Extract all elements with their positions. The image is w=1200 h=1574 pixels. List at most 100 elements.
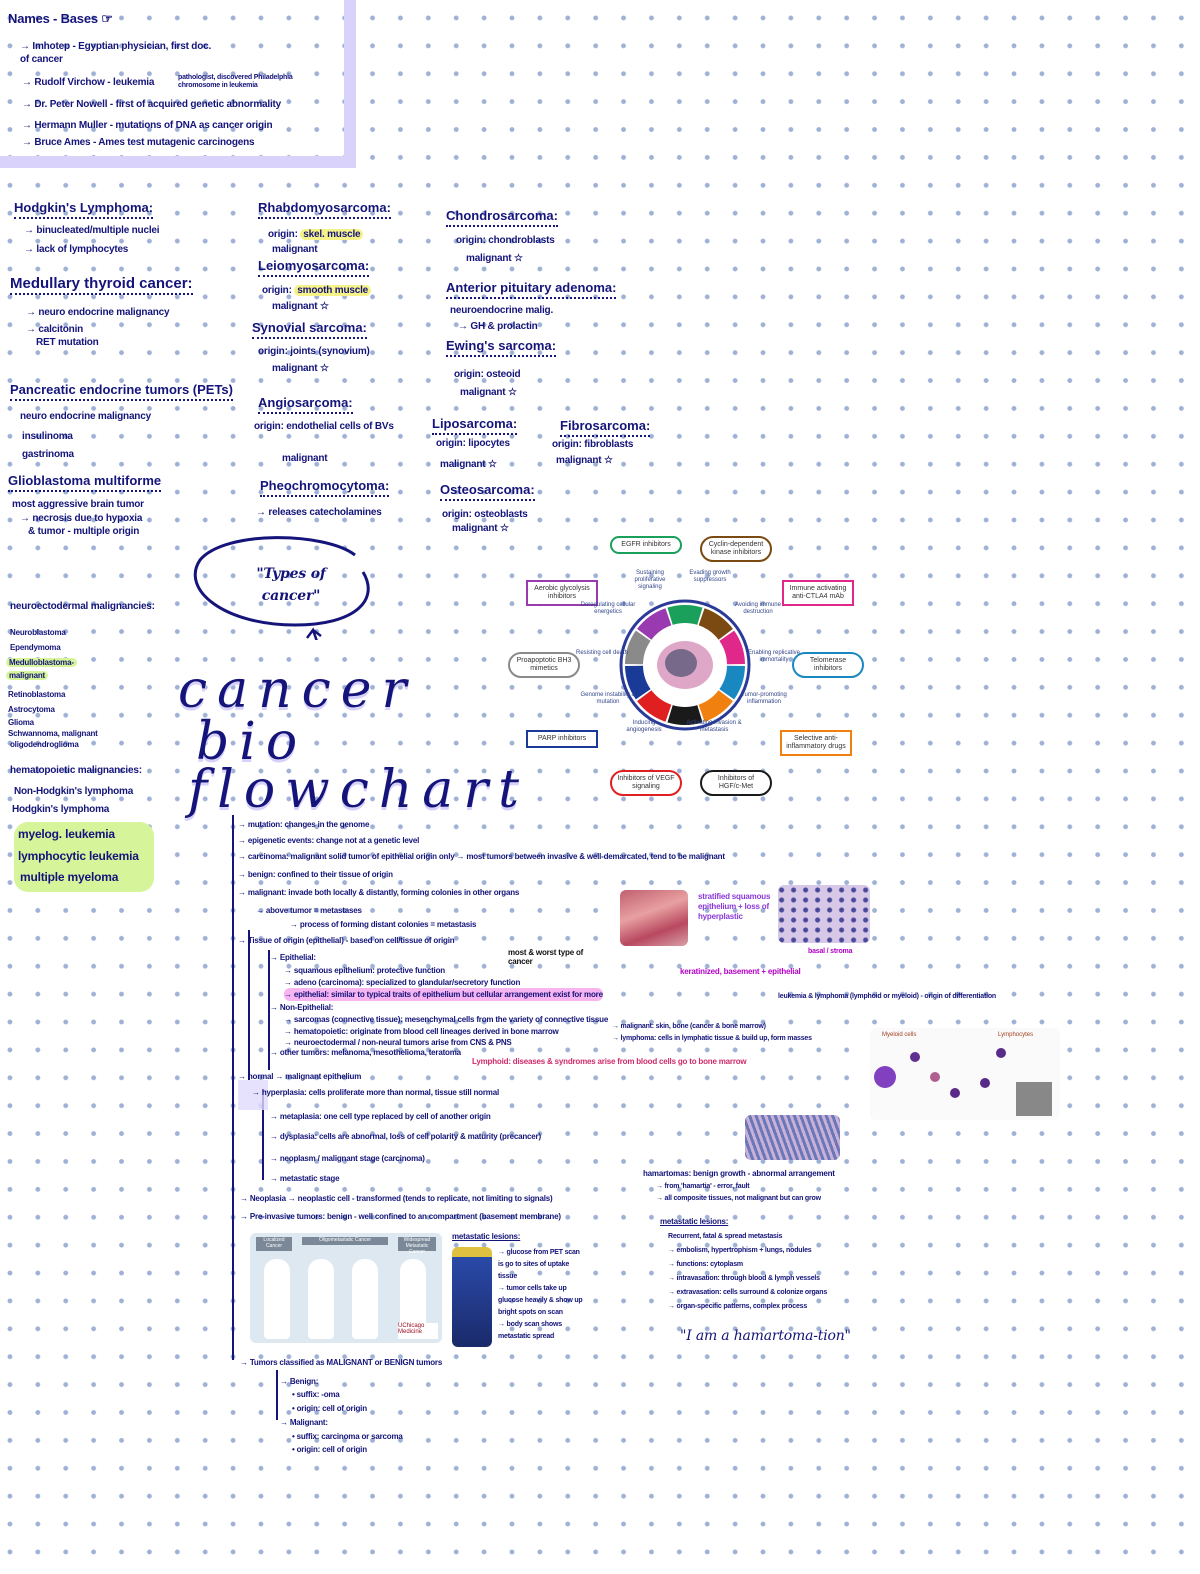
hallmark-segment xyxy=(698,608,733,640)
glioblastoma-title: Glioblastoma multiforme xyxy=(8,473,162,492)
main-title-line1: cancer xyxy=(178,660,417,720)
hallmark-segment xyxy=(625,665,651,700)
pancreatic-title: Pancreatic endocrine tumors (PETs) xyxy=(10,382,233,401)
histology-image-dysplasia xyxy=(745,1115,840,1160)
hodgkin-title: Hodgkin's Lymphoma: xyxy=(14,200,154,219)
hallmark-segment xyxy=(625,630,651,665)
label: Myeloid cells xyxy=(882,1032,917,1038)
note-line: malignant ☆ xyxy=(452,523,509,534)
flowchart-item: • origin: cell of origin xyxy=(292,1404,367,1413)
note-line: → lack of lymphocytes xyxy=(24,244,129,255)
flowchart-item: → Malignant: xyxy=(280,1418,328,1427)
names-item: → Imhotep - Egyptian physician, first do… xyxy=(20,41,212,65)
annotation: hamartomas: benign growth - abnormal arr… xyxy=(643,1169,835,1178)
pet-note: metastatic spread xyxy=(498,1333,555,1340)
hallmark-segment xyxy=(719,665,745,700)
types-bubble-outline xyxy=(193,536,370,640)
hallmark-label: Sustaining proliferative signaling xyxy=(634,570,666,590)
flowchart-item: → metaplasia: one cell type replaced by … xyxy=(270,1112,491,1121)
names-item: → Rudolf Virchow - leukemia xyxy=(22,77,155,88)
annotation: → all composite tissues, not malignant b… xyxy=(656,1195,821,1202)
names-title: Names - Bases ☞ xyxy=(8,11,113,26)
metastasis-note: → embolism, hypertrophism + lungs, nodul… xyxy=(668,1247,812,1254)
list-item: Schwannoma, malignant xyxy=(8,729,98,738)
flowchart-item: • suffix: carcinoma or sarcoma xyxy=(292,1432,403,1441)
flow-trunk xyxy=(232,815,234,1360)
hallmark-label: Avoiding immune destruction xyxy=(735,602,781,615)
note-line: origin: lipocytes xyxy=(436,438,510,449)
drug-box: EGFR inhibitors xyxy=(610,536,682,554)
note-line: most aggressive brain tumor xyxy=(12,499,144,510)
angio-title: Angiosarcoma: xyxy=(258,395,353,414)
annotation: leukemia & lymphoma (lymphoid or myeloid… xyxy=(778,993,996,1000)
hema-title: hematopoietic malignancies: xyxy=(10,765,142,776)
pet-note: → body scan shows xyxy=(498,1321,562,1328)
note-line: malignant ☆ xyxy=(460,387,517,398)
note-line: malignant ☆ xyxy=(556,455,613,466)
annotation: keratinized, basement + epithelial xyxy=(680,967,801,976)
flowchart-item: → dysplasia: cells are abnormal, loss of… xyxy=(270,1132,541,1141)
note-line: → calcitonin xyxy=(26,324,84,335)
flowchart-item: → process of forming distant colonies = … xyxy=(290,920,477,929)
list-item: Glioma xyxy=(8,718,34,727)
note-line: origin: endothelial cells of BVs xyxy=(254,421,394,432)
names-item: → Dr. Peter Nowell - first of acquired g… xyxy=(22,99,282,110)
list-item: myelog. leukemia xyxy=(18,827,115,841)
hallmark-label: Genome instability & mutation xyxy=(580,692,636,705)
flowchart-item: → epigenetic events: change not at a gen… xyxy=(238,836,420,845)
histology-image-glandular xyxy=(778,885,870,943)
list-item: Medulloblastoma- xyxy=(6,658,77,667)
ewing-title: Ewing's sarcoma: xyxy=(446,338,557,357)
drug-box: Inhibitors of VEGF signaling xyxy=(610,770,682,796)
flowchart-item: → Tumors classified as MALIGNANT or BENI… xyxy=(240,1358,443,1367)
metastasis-note: → extravasation: cells surround & coloni… xyxy=(668,1289,828,1296)
drug-box: Selective anti-inflammatory drugs xyxy=(780,730,852,756)
pheo-title: Pheochromocytoma: xyxy=(260,478,390,497)
hallmark-segment xyxy=(698,690,733,722)
lipo-title: Liposarcoma: xyxy=(432,416,518,435)
metastasis-note: → organ-specific patterns, complex proce… xyxy=(668,1303,808,1310)
note-line: malignant ☆ xyxy=(440,459,497,470)
hallmark-segment xyxy=(719,630,745,665)
hallmark-segment xyxy=(667,705,703,725)
leiomyo-title: Leiomyosarcoma: xyxy=(258,258,370,277)
flowchart-item: → hyperplasia: cells proliferate more th… xyxy=(252,1088,499,1097)
annotation: stratified squamous epithelium + loss of… xyxy=(698,892,771,921)
flow-branch xyxy=(248,930,250,1080)
flowchart-item: → above tumor = metastases xyxy=(256,906,362,915)
note-line: RET mutation xyxy=(36,337,99,348)
note-line: → GH & prolactin xyxy=(458,321,538,332)
panel-label: Oligometastatic Cancer xyxy=(302,1237,388,1245)
annotation: → malignant: skin, bone (cancer & bone m… xyxy=(612,1023,766,1030)
annotation: metastatic lesions: xyxy=(660,1217,729,1226)
names-box xyxy=(0,0,356,168)
annotation: most & worst type of cancer xyxy=(508,948,584,966)
list-item: Neuroblastoma xyxy=(10,628,66,637)
flowchart-item: → squamous epithelium: protective functi… xyxy=(284,966,445,975)
chondro-title: Chondrosarcoma: xyxy=(446,208,558,227)
metastasis-note: → functions: cytoplasm xyxy=(668,1261,743,1268)
annotation: → from 'hamartia' - error, fault xyxy=(656,1183,750,1190)
note-line: neuro endocrine malignancy xyxy=(20,411,151,422)
medullary-title: Medullary thyroid cancer: xyxy=(10,276,193,295)
flow-branch xyxy=(276,1370,278,1420)
note-line: origin: fibroblasts xyxy=(552,439,634,450)
highlight: smooth muscle xyxy=(294,285,372,296)
types-bubble-text: "Types of cancer" xyxy=(256,566,326,604)
flowchart-item: → neoplasm / malignant stage (carcinoma) xyxy=(270,1154,425,1163)
hallmark-segment xyxy=(637,608,672,640)
quote: "I am a hamartoma-tion" xyxy=(680,1328,851,1344)
drug-box: Telomerase inhibitors xyxy=(792,652,864,678)
fibro-title: Fibrosarcoma: xyxy=(560,418,651,437)
list-item: malignant xyxy=(6,671,48,680)
note-line: gastrinoma xyxy=(22,449,74,460)
note-line: insulinoma xyxy=(22,431,73,442)
highlight: skel. muscle xyxy=(300,229,364,240)
flowchart-item: → metastatic stage xyxy=(270,1174,340,1183)
list-item: Hodgkin's lymphoma xyxy=(12,804,110,815)
flowchart-item: • origin: cell of origin xyxy=(292,1445,367,1454)
note-line: → binucleated/multiple nuclei xyxy=(24,225,160,236)
flowchart-item: → Benign: xyxy=(280,1377,319,1386)
flowchart-item: → malignant: invade both locally & dista… xyxy=(238,888,520,897)
list-item: Retinoblastoma xyxy=(8,690,66,699)
